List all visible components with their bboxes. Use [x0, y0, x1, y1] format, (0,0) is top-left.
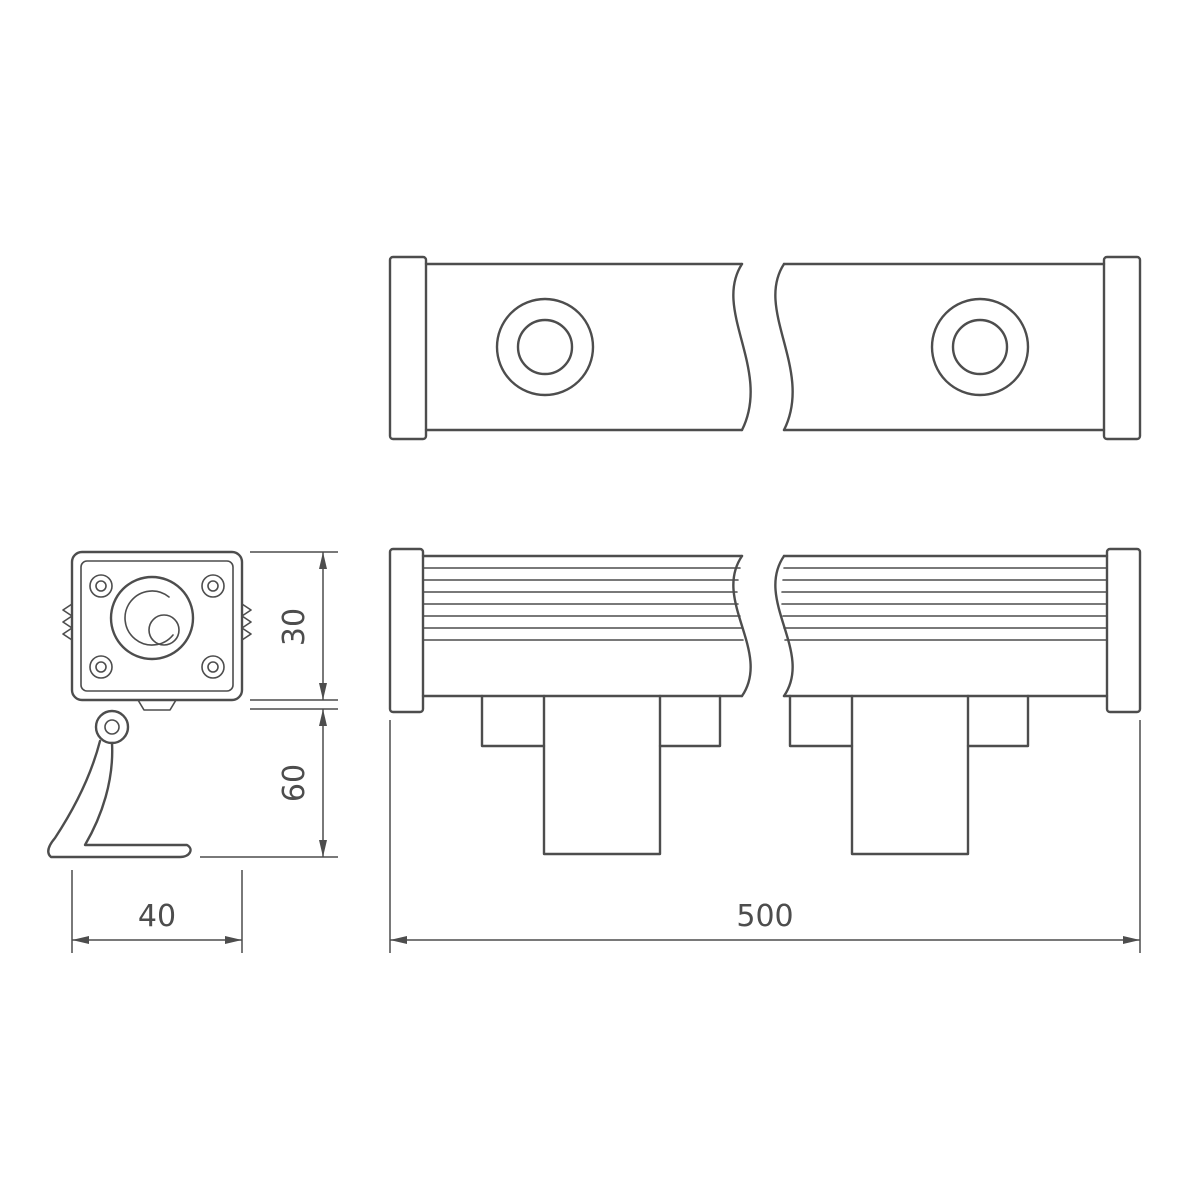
side-fins-left — [62, 603, 73, 641]
heatsink-fins — [422, 567, 1108, 641]
front-view-right-endcap — [1105, 547, 1142, 714]
side-view — [47, 550, 252, 859]
led-lens-inner-right — [951, 318, 1009, 376]
front-view-left-endcap — [388, 547, 425, 714]
front-break-left — [732, 554, 752, 698]
swivel-joint — [94, 709, 130, 745]
top-view — [388, 255, 1142, 441]
side-fins-right — [241, 603, 252, 641]
dim-label-40: 40 — [138, 899, 176, 934]
dim-label-60: 60 — [277, 764, 312, 802]
dim-label-500: 500 — [736, 899, 793, 934]
stand-arm — [47, 739, 192, 859]
top-view-right-endcap — [1102, 255, 1142, 441]
dimension-40: 40 — [71, 870, 243, 953]
side-head-outer — [70, 550, 244, 702]
front-break-right — [774, 554, 794, 698]
led-lens-outer-left — [495, 297, 595, 397]
dimension-60: 60 — [200, 708, 338, 858]
side-head-inner — [80, 560, 234, 692]
dimension-500: 500 — [389, 720, 1141, 953]
dimension-30: 30 — [250, 551, 338, 701]
side-lens — [109, 575, 195, 661]
break-line-left — [732, 262, 752, 432]
break-line-right — [774, 262, 794, 432]
side-bottom-tab — [137, 699, 177, 711]
led-lens-inner-left — [516, 318, 574, 376]
mounting-bracket-left — [480, 694, 722, 856]
led-lens-outer-right — [930, 297, 1030, 397]
front-view — [388, 547, 1142, 856]
corner-screws — [89, 574, 225, 679]
mounting-bracket-right — [788, 694, 1030, 856]
dim-label-30: 30 — [277, 608, 312, 646]
top-view-left-endcap — [388, 255, 428, 441]
